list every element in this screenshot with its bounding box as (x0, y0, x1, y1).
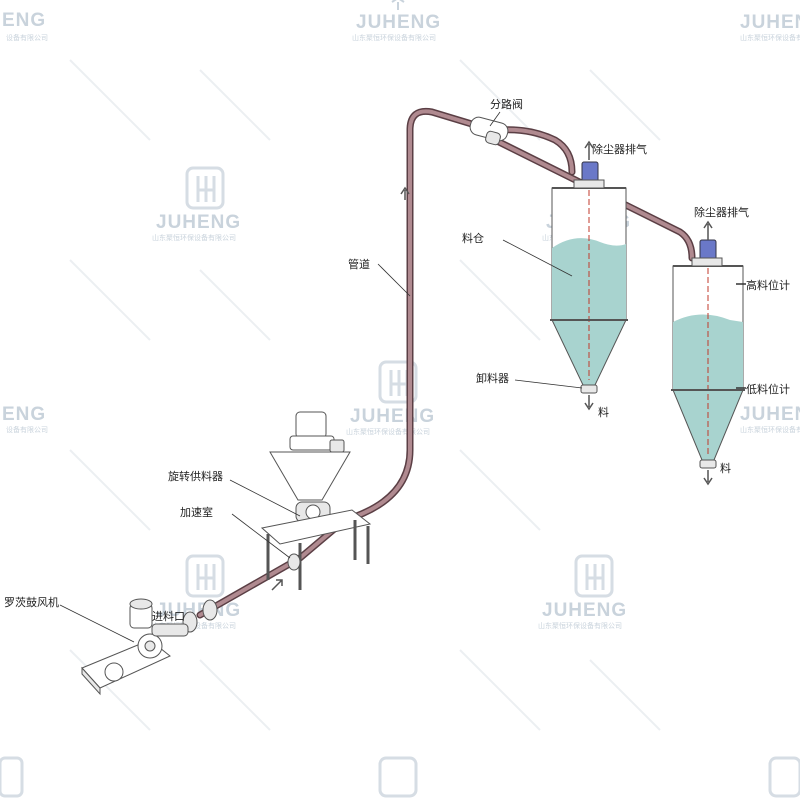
label-roots-blower: 罗茨鼓风机 (4, 595, 59, 609)
svg-text:山东聚恒环保设备有限公司: 山东聚恒环保设备有限公司 (352, 33, 436, 42)
label-inlet: 进料口 (152, 609, 185, 623)
svg-text:设备有限公司: 设备有限公司 (6, 33, 48, 42)
svg-text:ENG: ENG (2, 404, 46, 425)
svg-text:山东聚恒环保设备有限公司: 山东聚恒环保设备有限公司 (538, 621, 622, 630)
svg-text:山东聚恒环保设备有限公司: 山东聚恒环保设备有限公司 (740, 425, 800, 434)
watermark-diagonals (69, 59, 661, 731)
watermark-logo: JUHENG 山东聚恒环保设备有限公司 (538, 554, 627, 630)
svg-text:JUHENG: JUHENG (156, 212, 241, 233)
label-material-out: 料 (720, 461, 731, 475)
label-dust-collector-exhaust: 除尘器排气 (694, 205, 749, 219)
watermark-logo: JUHENG 山东聚恒环保设备有限公司 (740, 12, 800, 42)
label-rotary-feeder: 旋转供料器 (168, 469, 223, 483)
label-material-out: 料 (598, 405, 609, 419)
flow-arrow-icon (271, 579, 283, 591)
watermark-logo: ENG 设备有限公司 (2, 404, 48, 434)
svg-text:JUHENG: JUHENG (542, 600, 627, 621)
svg-text:山东聚恒环保设备有限公司: 山东聚恒环保设备有限公司 (346, 427, 430, 436)
roots-blower (81, 598, 189, 696)
svg-text:ENG: ENG (2, 10, 46, 31)
acceleration-chamber (287, 553, 301, 571)
label-diverter-valve: 分路阀 (490, 97, 523, 111)
watermark-logo: JUHENG 山东聚恒环保设备有限公司 (740, 404, 800, 434)
watermark-logo: ENG 设备有限公司 (2, 10, 48, 42)
watermark-logo: JUHENG 山东聚恒环保设备有限公司 (346, 360, 435, 436)
watermark-logo (0, 756, 800, 798)
svg-text:设备有限公司: 设备有限公司 (6, 425, 48, 434)
svg-text:JUHENG: JUHENG (350, 406, 435, 427)
label-high-level-gauge: 高料位计 (746, 278, 790, 292)
rotary-feeder (269, 411, 351, 523)
diverter-valve (469, 116, 509, 146)
conveying-pipeline (196, 107, 696, 619)
label-discharger: 卸料器 (476, 371, 509, 385)
svg-text:山东聚恒环保设备有限公司: 山东聚恒环保设备有限公司 (152, 233, 236, 242)
label-acceleration-chamber: 加速室 (180, 505, 213, 519)
svg-text:JUHENG: JUHENG (740, 404, 800, 425)
flow-arrow-icon (400, 186, 410, 200)
label-pipeline: 管道 (348, 257, 370, 271)
label-low-level-gauge: 低料位计 (746, 382, 790, 396)
svg-text:JUHENG: JUHENG (356, 12, 441, 33)
support-frame (260, 509, 372, 590)
svg-text:JUHENG: JUHENG (740, 12, 800, 33)
leader-lines (59, 111, 583, 643)
watermark-logo: JUHENG 山东聚恒环保设备有限公司 (152, 166, 241, 242)
watermark-logo: JUHENG 山东聚恒环保设备有限公司 (352, 0, 441, 42)
label-dust-collector-exhaust: 除尘器排气 (592, 142, 647, 156)
label-silo: 料仓 (462, 231, 484, 245)
silo-1 (550, 140, 628, 411)
silo-2 (671, 220, 746, 486)
svg-text:山东聚恒环保设备有限公司: 山东聚恒环保设备有限公司 (740, 33, 800, 42)
